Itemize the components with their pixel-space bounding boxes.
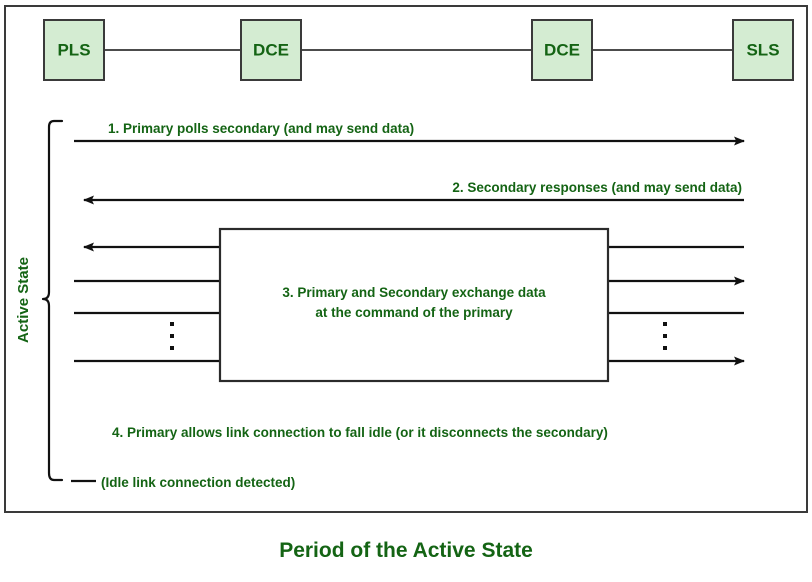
node-dce-right[interactable]: DCE: [531, 19, 593, 81]
active-state-label: Active State: [15, 257, 32, 343]
exchange-line-2: at the command of the primary: [315, 305, 513, 320]
node-pls-label: PLS: [57, 40, 90, 59]
node-pls[interactable]: PLS: [43, 19, 105, 81]
idle-label: (Idle link connection detected): [101, 475, 295, 490]
message-1-label: 1. Primary polls secondary (and may send…: [108, 121, 414, 136]
ellipsis-left: [170, 322, 174, 350]
node-dce-left-label: DCE: [253, 40, 289, 59]
node-dce-left[interactable]: DCE: [240, 19, 302, 81]
active-state-brace: [41, 119, 64, 482]
exchange-line-1: 3. Primary and Secondary exchange data: [282, 285, 546, 300]
ellipsis-right: [663, 322, 667, 350]
node-sls[interactable]: SLS: [732, 19, 794, 81]
node-sls-label: SLS: [746, 40, 779, 59]
message-4-label: 4. Primary allows link connection to fal…: [112, 425, 608, 440]
exchange-box: [218, 227, 610, 383]
node-dce-right-label: DCE: [544, 40, 580, 59]
diagram-caption: Period of the Active State: [279, 539, 533, 562]
message-2-label: 2. Secondary responses (and may send dat…: [452, 180, 742, 195]
